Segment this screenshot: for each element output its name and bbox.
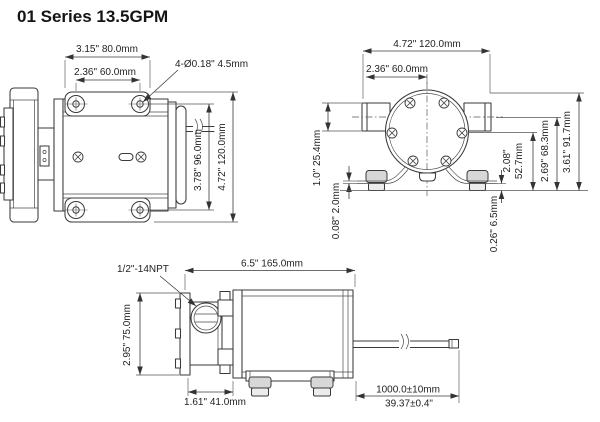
dim-overall-length-text: 6.5" 165.0mm [241,259,303,270]
mounting-foot [310,376,334,389]
dim-head-length-text: 1.61" 41.0mm [184,397,246,408]
flange-bolt [174,358,182,369]
power-cable [352,333,460,353]
dim-port-od-text: 1.0" 25.4mm [312,130,323,186]
clamp-tab [217,348,234,366]
dim-overall-width-text: 4.72" 120.0mm [393,39,460,50]
dim-overall-height-front-text: 3.61" 91.7mm [562,111,573,173]
dim-hole-spacing-text: 2.36" 60.0mm [74,67,136,78]
dim-cable-in-text: 39.37±0.4" [385,399,433,410]
dim-cable-mm-text: 1000.0±10mm [376,385,440,396]
mounting-feet-front [357,165,497,191]
cable-break [400,333,404,350]
flange-bolt [0,164,6,176]
clamp [39,145,50,167]
dim-overall-height-side-text: 4.72" 120.0mm [217,123,228,190]
callout-leader [142,69,179,103]
callout-leader [159,275,197,307]
wire-break [194,118,198,135]
dim-bracket-thickness-text: 0.08" 2.0mm [331,183,342,239]
drain-tab [418,172,437,182]
flange-bolt [0,135,6,147]
callout-port-thread-text: 1/2"-14NPT [117,264,169,275]
page-title: 01 Series 13.5GPM [17,7,168,26]
base-plate [245,370,335,382]
wire-break [199,118,203,135]
callout-mounting-holes-text: 4-Ø0.18" 4.5mm [175,59,248,70]
bracket-sheet [447,165,497,182]
flange-bolt [0,116,6,128]
dim-center-height-mm-text: 52.7mm [514,143,525,179]
pump-front-view: 4.72" 120.0mm 2.36" 60.0mm 1.0" 25.4mm 0… [312,39,588,252]
pump-head-side [0,87,55,223]
clamp-tab [217,299,234,317]
bracket-sheet [357,165,407,182]
cable-break [405,333,409,350]
bottom-view-dimensions: 1/2"-14NPT 6.5" 165.0mm 2.95" 75.0mm 1.6… [117,259,460,410]
pump-side-view: 3.15" 80.0mm 2.36" 60.0mm 4-Ø0.18" 4.5mm… [0,44,248,223]
cable-end [448,338,460,349]
flange-bolt [0,182,6,194]
side-view-dimensions: 3.15" 80.0mm 2.36" 60.0mm 4-Ø0.18" 4.5mm… [64,44,248,223]
dim-bracket-width-text: 3.15" 80.0mm [76,44,138,55]
threaded-port [190,302,222,334]
flange-bolt [174,328,182,339]
label-slot [118,152,134,162]
mounting-bracket-bottom [64,197,152,223]
dim-hole-spacing-vertical-text: 3.78" 96.0mm [193,129,204,191]
front-view-dimensions: 4.72" 120.0mm 2.36" 60.0mm 1.0" 25.4mm 0… [312,39,588,252]
pump-head-bottom [174,290,234,376]
flange-bolt [174,298,182,309]
mounting-foot [248,376,272,389]
dim-port-center-text: 2.36" 60.0mm [366,64,428,75]
mounting-bracket-top [64,91,152,117]
dim-center-height-in-text: 2.08" [502,149,513,172]
pump-bottom-view: 1/2"-14NPT 6.5" 165.0mm 2.95" 75.0mm 1.6… [117,259,460,410]
dim-port-cl-height-text: 2.69" 68.3mm [540,120,551,182]
dim-head-height-text: 2.95" 75.0mm [122,304,133,366]
motor-bottom [232,289,354,397]
motor-body [241,289,354,379]
motor-end-cap [175,105,187,205]
dim-foot-height-text: 0.26" 6.5mm [489,196,500,252]
